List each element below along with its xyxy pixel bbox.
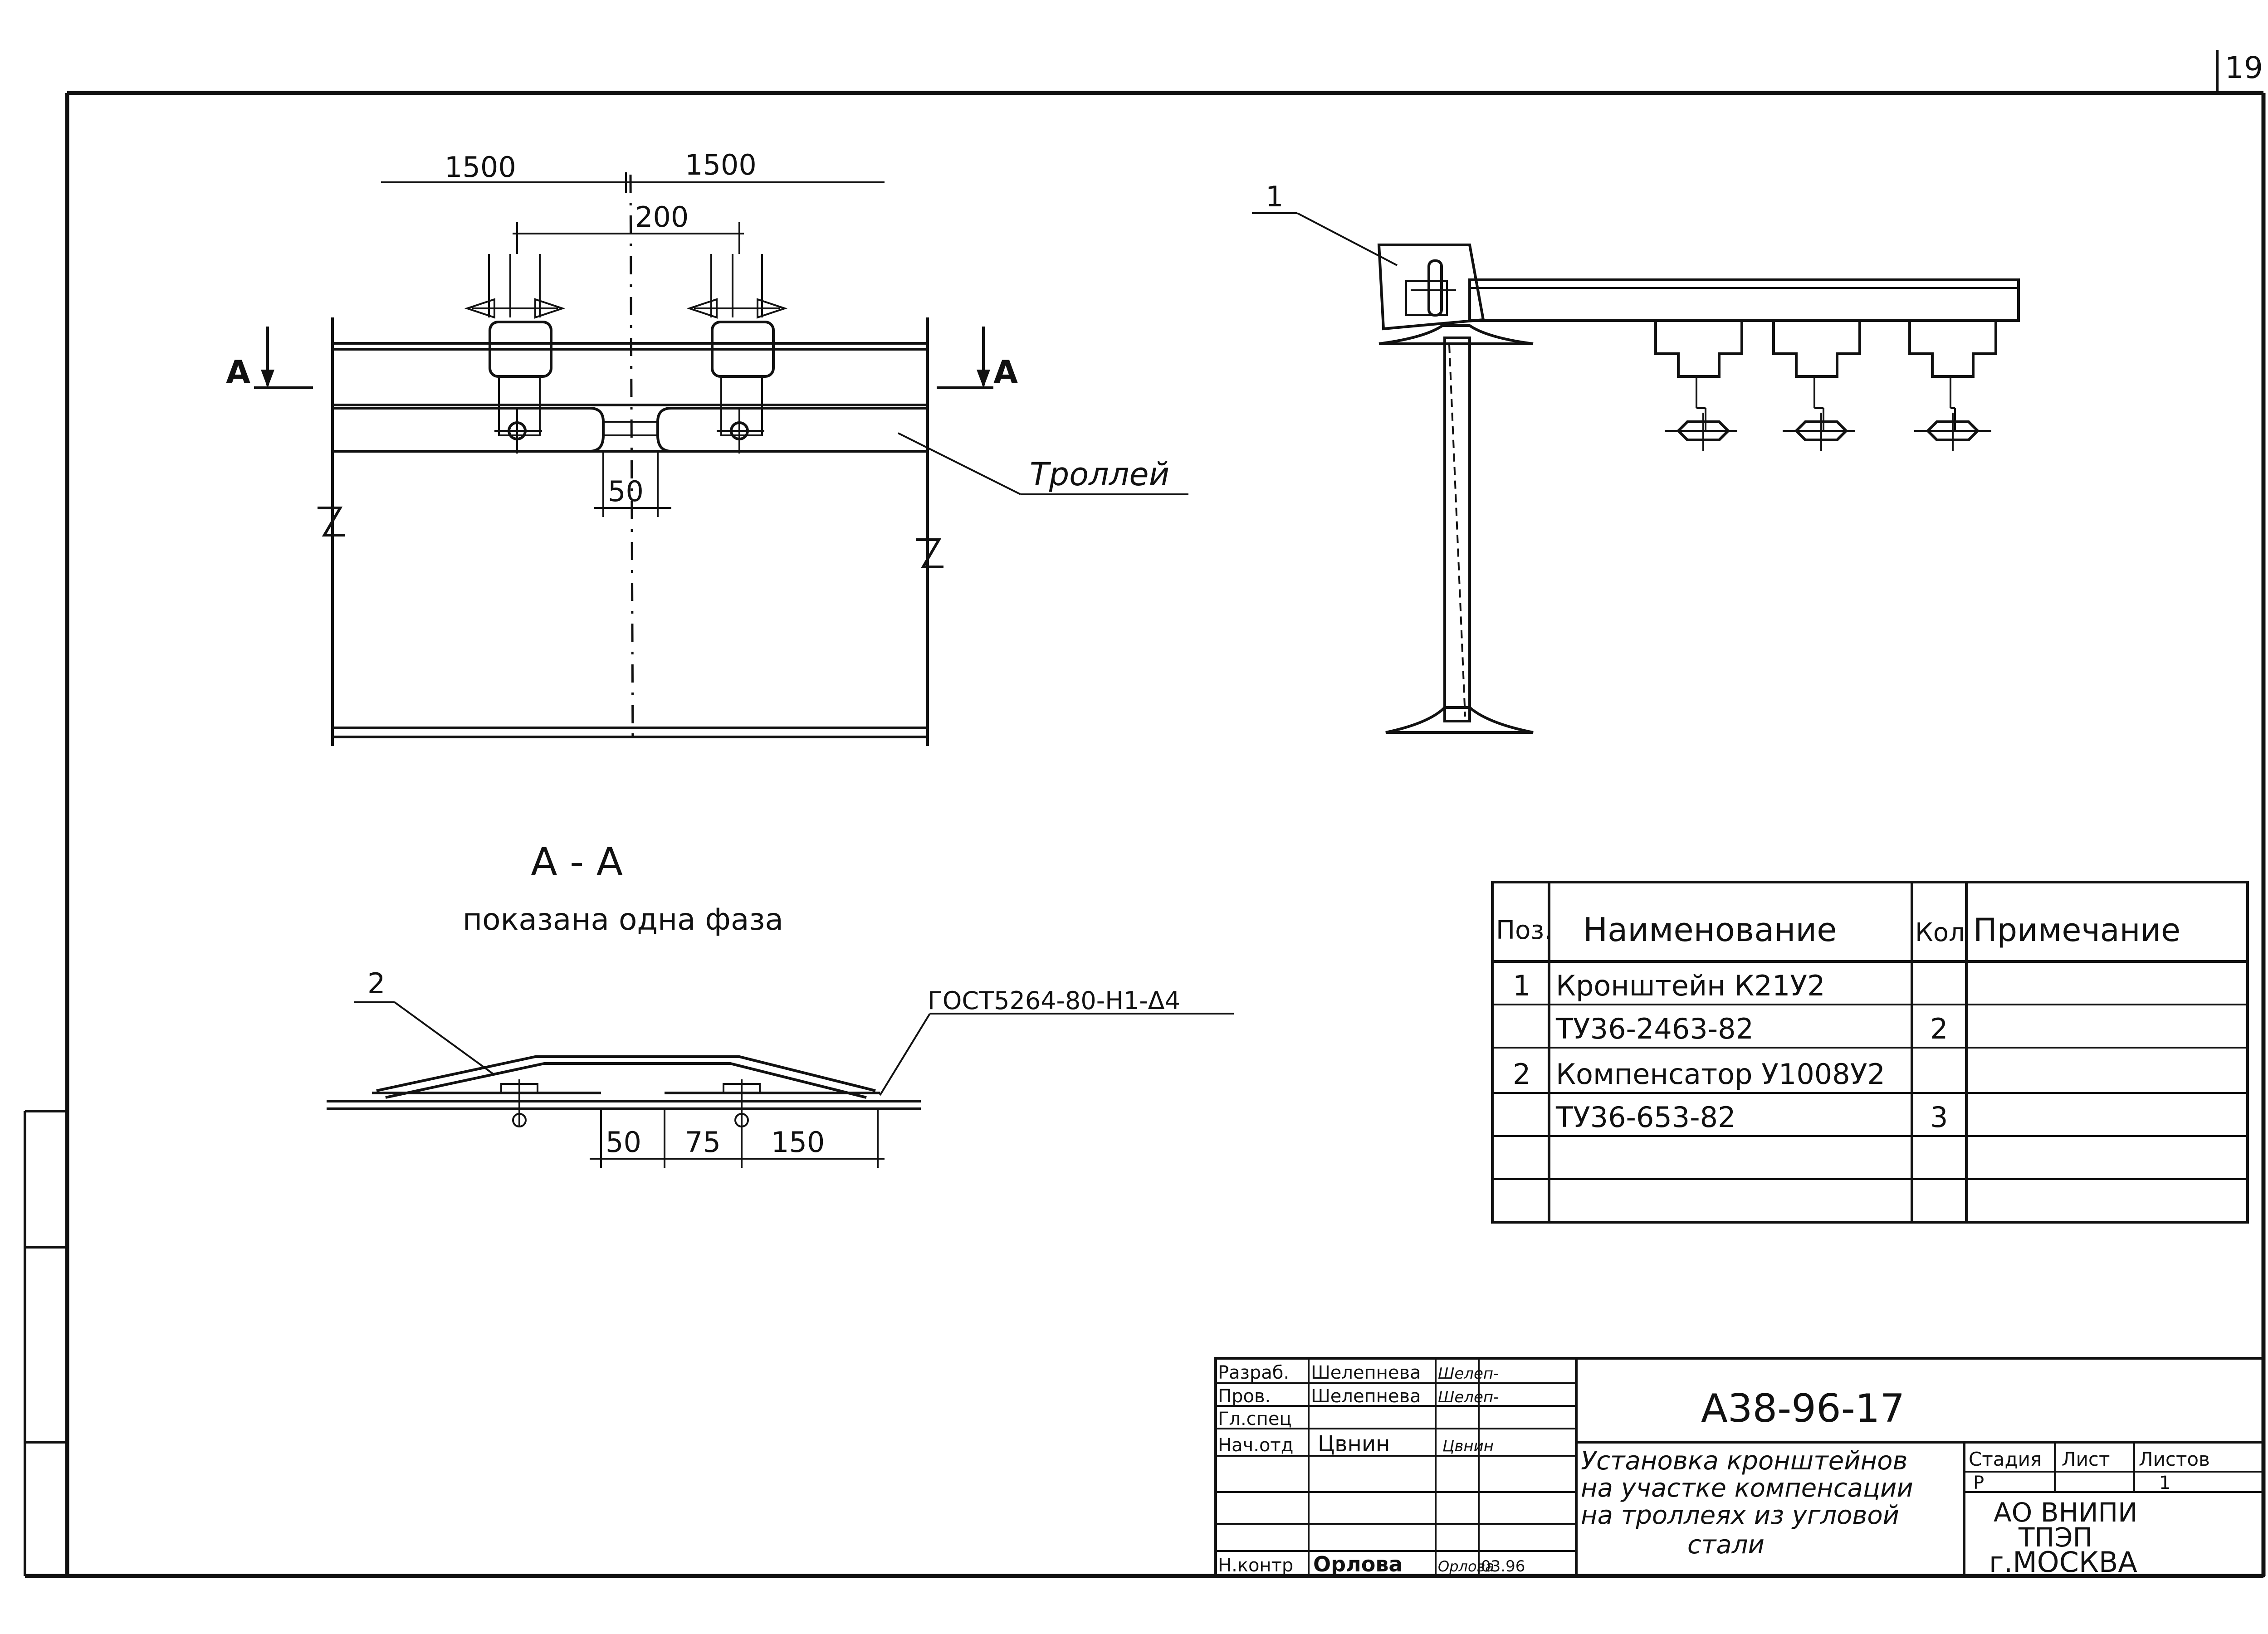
trolley-label: Троллей	[1030, 456, 1169, 493]
spec-row-1-pos: 1	[1513, 969, 1530, 1002]
callout-2: 2	[367, 967, 385, 1000]
plan-view: 1500 1500 200	[226, 148, 1188, 746]
insulator-2	[1772, 321, 1861, 451]
doc-title-line-2: на участке компенсации	[1581, 1473, 1913, 1503]
tb-name-1: Шелепнева	[1311, 1362, 1421, 1383]
dim-left-1500: 1500	[445, 151, 516, 184]
sheets-header: Листов	[2139, 1448, 2210, 1470]
sheet-header: Лист	[2062, 1448, 2110, 1470]
tb-role-1: Разраб.	[1218, 1362, 1289, 1383]
callout-1: 1	[1266, 180, 1283, 213]
doc-title-line-3: на троллеях из угловой	[1581, 1501, 1899, 1530]
org-line-2: ТПЭП	[2018, 1522, 2092, 1553]
tb-sign-1: Шелеп-	[1438, 1365, 1499, 1383]
section-mark-right: A	[993, 354, 1018, 391]
dim-200: 200	[635, 200, 689, 234]
dim-150: 150	[771, 1126, 825, 1159]
side-stamp	[24, 1110, 67, 1576]
spec-table: Поз. Наименование Кол Примечание 1 Кронш…	[1491, 881, 2249, 1224]
spec-header-note: Примечание	[1973, 912, 2180, 949]
stage-header: Стадия	[1969, 1448, 2042, 1470]
page-number-box: 19	[2216, 50, 2263, 91]
doc-title-line-4: стали	[1687, 1530, 1765, 1560]
spec-row-3-pos: 2	[1513, 1058, 1530, 1091]
insulator-1	[1654, 321, 1743, 451]
page-number: 19	[2225, 50, 2263, 85]
title-block: Разраб. Шелепнева Шелеп- Пров. Шелепнева…	[1214, 1357, 2265, 1579]
tb-name-4: Цвнин	[1318, 1431, 1390, 1457]
dim-right-1500: 1500	[685, 148, 757, 181]
tb-sign-7: Орлова	[1438, 1558, 1494, 1575]
section-mark-left: A	[226, 354, 250, 391]
tb-sign-4: Цвнин	[1442, 1437, 1494, 1455]
spec-row-4-name: ТУ36-653-82	[1555, 1101, 1736, 1134]
tb-role-4: Нач.отд	[1218, 1435, 1293, 1456]
section-title: А - А	[531, 839, 623, 885]
tb-role-7: Н.контр	[1218, 1555, 1293, 1576]
section-marker-left: A	[226, 327, 313, 391]
spec-row-1-name: Кронштейн К21У2	[1556, 969, 1825, 1002]
spec-header-pos: Поз.	[1496, 916, 1552, 945]
dim-50: 50	[606, 1126, 641, 1159]
sheets-value: 1	[2159, 1473, 2170, 1493]
org-line-3: г.МОСКВА	[1989, 1546, 2137, 1579]
tb-sign-2: Шелеп-	[1438, 1388, 1499, 1406]
doc-title-line-1: Установка кронштейнов	[1581, 1446, 1908, 1476]
spec-row-2-name: ТУ36-2463-82	[1555, 1012, 1754, 1045]
doc-code: А38-96-17	[1701, 1386, 1905, 1431]
tb-role-2: Пров.	[1218, 1386, 1271, 1407]
stage-value: Р	[1973, 1473, 1984, 1493]
tb-date-7: 03.96	[1481, 1557, 1525, 1575]
spec-header-name: Наименование	[1583, 911, 1837, 949]
section-aa: А - А показана одна фаза 2 ГОСТ5264-80-Н…	[327, 839, 1234, 1168]
side-view: 1	[1252, 180, 2020, 734]
tb-name-2: Шелепнева	[1311, 1386, 1421, 1407]
tb-role-3: Гл.спец	[1218, 1409, 1292, 1429]
insulator-3	[1908, 321, 1997, 451]
tb-name-7: Орлова	[1313, 1552, 1403, 1576]
spec-row-4-qty: 3	[1930, 1101, 1948, 1134]
dim-50-gap: 50	[608, 475, 644, 508]
bracket-left	[464, 254, 566, 454]
org-line-1: АО ВНИПИ	[1994, 1497, 2138, 1528]
dim-75: 75	[685, 1126, 721, 1159]
spec-row-3-name: Компенсатор У1008У2	[1556, 1058, 1885, 1091]
section-subtitle: показана одна фаза	[463, 902, 783, 937]
spec-row-2-qty: 2	[1930, 1012, 1948, 1045]
section-marker-right: A	[937, 327, 1018, 391]
spec-header-qty: Кол	[1915, 918, 1965, 947]
weld-note: ГОСТ5264-80-Н1-Δ4	[928, 986, 1180, 1015]
bracket-right	[686, 254, 788, 454]
sheet-frame	[25, 91, 2266, 1578]
